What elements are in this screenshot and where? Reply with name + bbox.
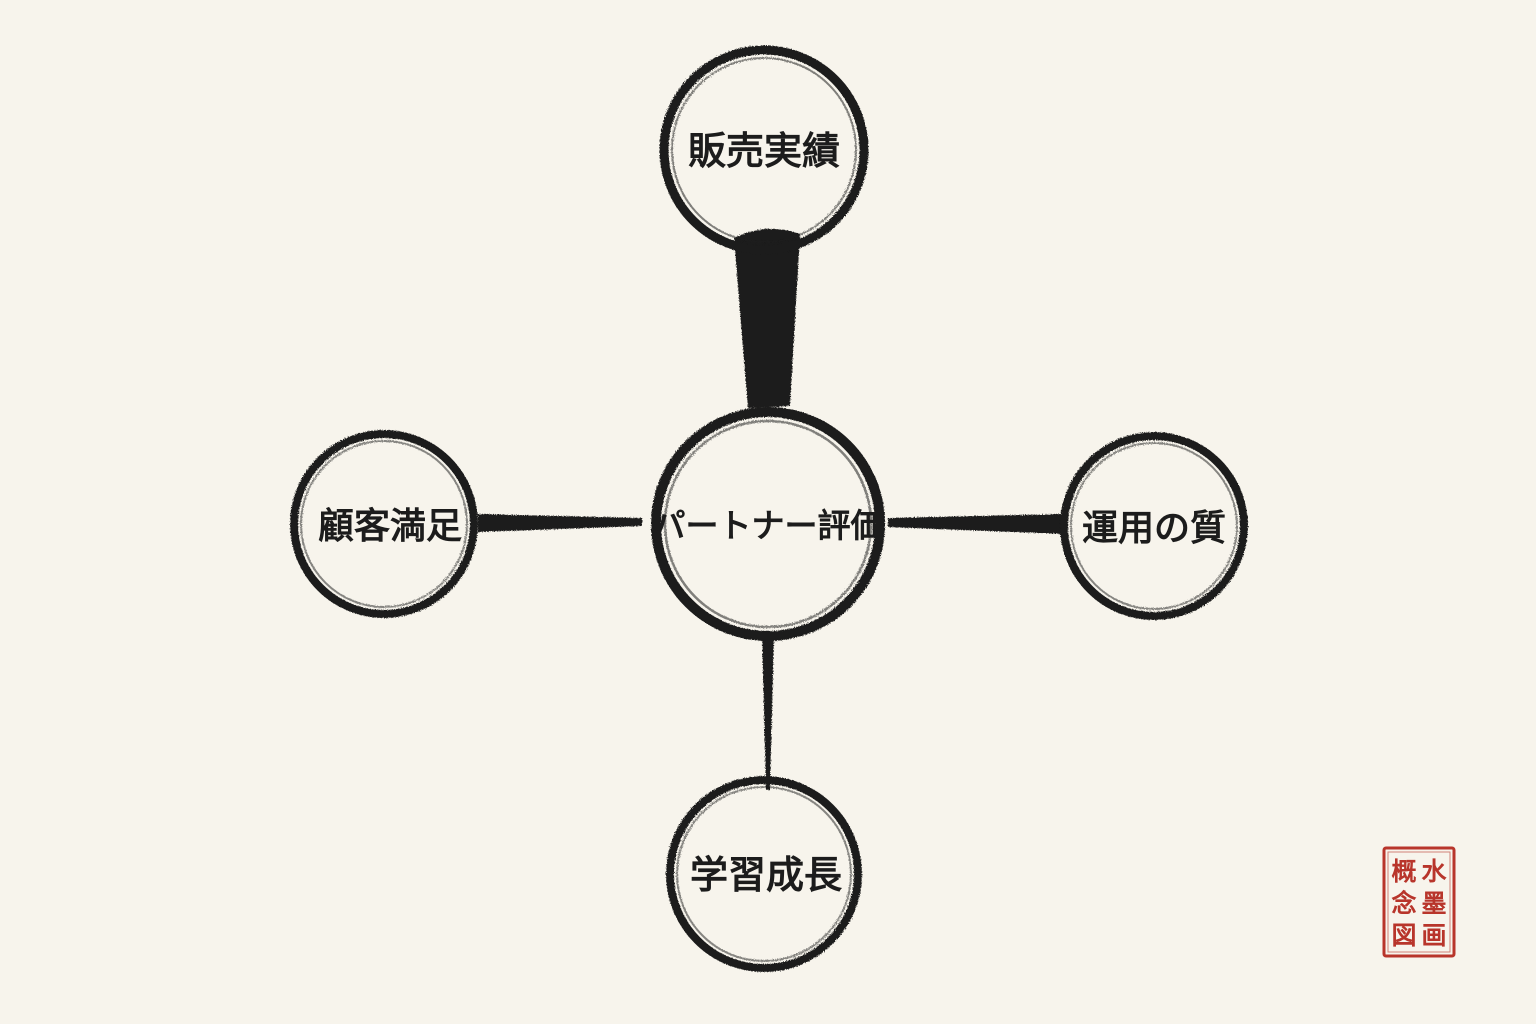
seal-char: 念 [1391,889,1416,918]
node-circle-bottom-inner [676,786,852,962]
seal-inner-border [1387,851,1451,953]
seal-char: 概 [1391,857,1416,886]
connector-right [888,514,1064,534]
connector-bottom [762,634,774,790]
connector-left [478,514,642,532]
node-label-top: 販売実績 [688,128,840,173]
center-circle [651,407,885,641]
node-circle-right-inner [1070,442,1238,610]
seal-stamp: 水 墨 画 概 念 図 [1382,846,1456,958]
node-label-right: 運用の質 [1082,507,1226,549]
center-label: パートナー評価 [653,506,884,545]
node-circle-left [290,430,478,618]
seal-char: 墨 [1421,889,1446,918]
center-circle-inner [663,419,873,629]
node-label-bottom: 学習成長 [690,852,843,897]
connector-top [734,228,800,408]
node-label-left: 顧客満足 [318,505,462,547]
connectors [478,228,1064,790]
node-circle-right [1060,432,1248,620]
node-circle-top [659,45,869,255]
node-circle-left-inner [300,440,468,608]
node-circles [290,45,1248,972]
seal-char: 図 [1391,921,1416,950]
seal-char: 水 [1421,857,1447,886]
seal-border [1382,846,1456,958]
node-circle-top-inner [671,57,857,243]
seal-char: 画 [1421,921,1446,950]
node-circle-bottom [666,776,862,972]
node-labels: 販売実績 パートナー評価 顧客満足 運用の質 学習成長 [318,128,1226,897]
